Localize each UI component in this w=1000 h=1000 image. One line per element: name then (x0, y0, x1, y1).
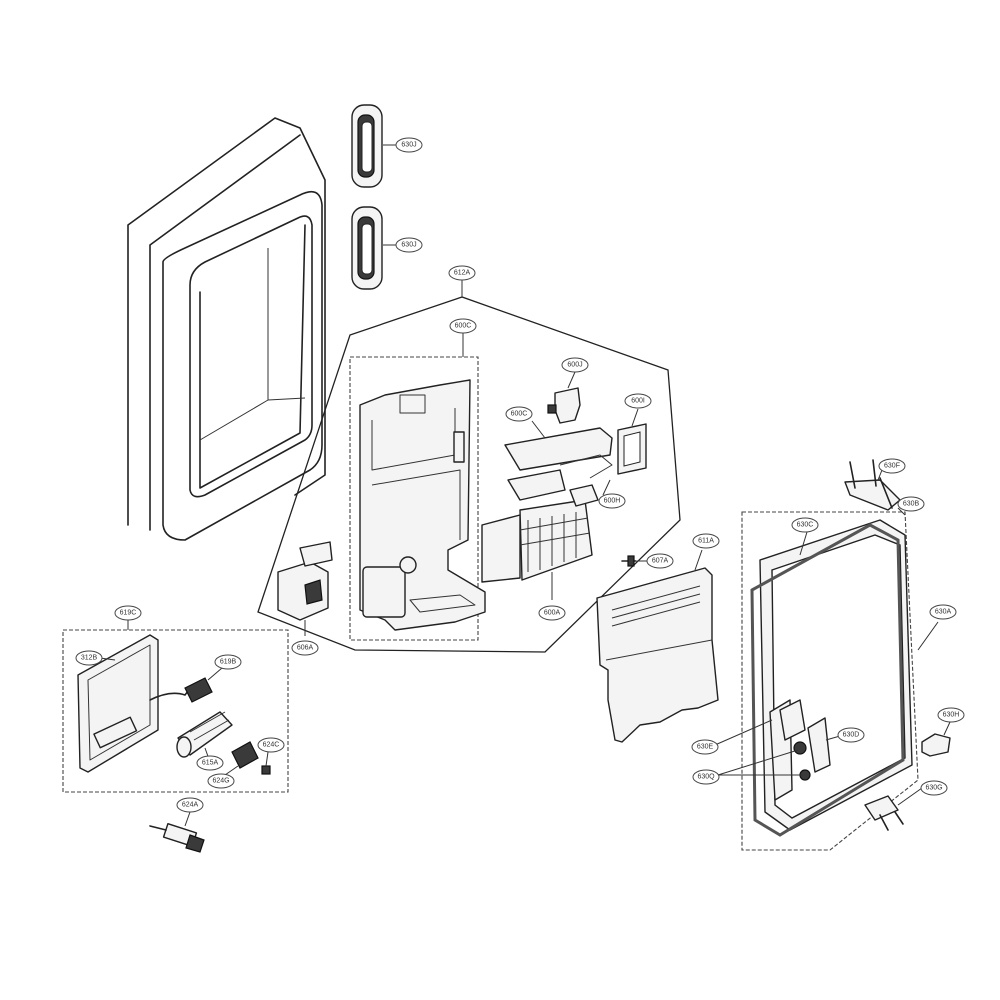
ice-maker-600A (481, 484, 599, 600)
gasket-600I (617, 408, 647, 475)
svg-text:630G: 630G (925, 785, 942, 792)
label-630F: 630F (878, 458, 906, 474)
svg-text:624C: 624C (263, 742, 280, 749)
solenoid-624G (224, 741, 259, 776)
label-630B: 630B (897, 496, 925, 512)
svg-text:630A: 630A (935, 609, 952, 616)
svg-text:600C: 600C (455, 323, 472, 330)
svg-text:630J: 630J (401, 142, 416, 149)
svg-text:630B: 630B (903, 501, 920, 508)
svg-text:600A: 600A (544, 610, 561, 617)
motor-606A (277, 541, 333, 636)
label-630J-a: 630J (395, 137, 423, 153)
handle-cap-lower (351, 206, 383, 290)
label-612A: 612A (448, 265, 476, 281)
svg-text:606A: 606A (297, 645, 314, 652)
handle-630D (793, 717, 831, 781)
label-611A: 611A (692, 533, 720, 549)
svg-text:611A: 611A (698, 538, 714, 545)
panel-611A (596, 549, 719, 743)
door-panel (127, 117, 326, 541)
svg-text:624A: 624A (182, 802, 199, 809)
cover-plate-600C (504, 420, 613, 501)
svg-text:630J: 630J (401, 242, 416, 249)
svg-text:630C: 630C (797, 522, 814, 529)
label-630C: 630C (791, 517, 819, 533)
svg-text:630D: 630D (843, 732, 860, 739)
svg-text:600H: 600H (604, 498, 621, 505)
svg-text:615A: 615A (202, 760, 219, 767)
label-607A: 607A (646, 553, 674, 569)
svg-text:607A: 607A (652, 558, 669, 565)
label-630E: 630E (691, 739, 719, 755)
screw-624C (261, 751, 271, 775)
svg-text:619B: 619B (220, 659, 237, 666)
label-600I: 600I (624, 393, 652, 409)
svg-text:630H: 630H (943, 712, 960, 719)
label-600C-mid: 600C (505, 406, 533, 422)
ice-maker-assembly-outline (257, 296, 681, 653)
label-630A: 630A (929, 604, 957, 620)
svg-text:630F: 630F (884, 463, 900, 470)
svg-text:600J: 600J (567, 362, 582, 369)
label-630J-b: 630J (395, 237, 423, 253)
label-624G: 624G (207, 773, 235, 789)
hinge-630G (864, 787, 923, 831)
svg-text:612A: 612A (454, 270, 471, 277)
label-630D: 630D (837, 727, 865, 743)
label-619B: 619B (214, 654, 242, 670)
wire-harness-619B (149, 667, 223, 703)
label-624C: 624C (257, 737, 285, 753)
ice-bin-bracket (359, 379, 486, 631)
dispenser-group-outline (62, 629, 289, 793)
label-606A: 606A (291, 640, 319, 656)
svg-text:619C: 619C (120, 610, 137, 617)
label-630G: 630G (920, 780, 948, 796)
dispenser-panel-312B (77, 634, 159, 773)
label-630Q: 630Q (692, 769, 720, 785)
svg-text:600C: 600C (511, 411, 528, 418)
label-615A: 615A (196, 755, 224, 771)
label-600C-top: 600C (449, 318, 477, 334)
switch-624A (149, 811, 205, 853)
svg-text:624G: 624G (212, 778, 229, 785)
svg-text:312B: 312B (81, 655, 98, 662)
clip-600J (547, 371, 581, 424)
label-619C: 619C (114, 605, 142, 621)
svg-text:630E: 630E (697, 744, 714, 751)
label-600A: 600A (538, 605, 566, 621)
label-600H: 600H (598, 493, 626, 509)
label-600J: 600J (561, 357, 589, 373)
cap-630H (921, 721, 951, 757)
label-312B: 312B (75, 650, 103, 666)
valve-615A (176, 711, 233, 763)
label-624A: 624A (176, 797, 204, 813)
svg-text:630Q: 630Q (697, 774, 715, 781)
label-630H: 630H (937, 707, 965, 723)
screw-607A (621, 555, 647, 567)
hinge-630F (844, 459, 906, 516)
ice-bin-bracket-group (349, 356, 479, 641)
svg-text:600I: 600I (631, 398, 645, 405)
handle-cap-upper (351, 104, 383, 188)
